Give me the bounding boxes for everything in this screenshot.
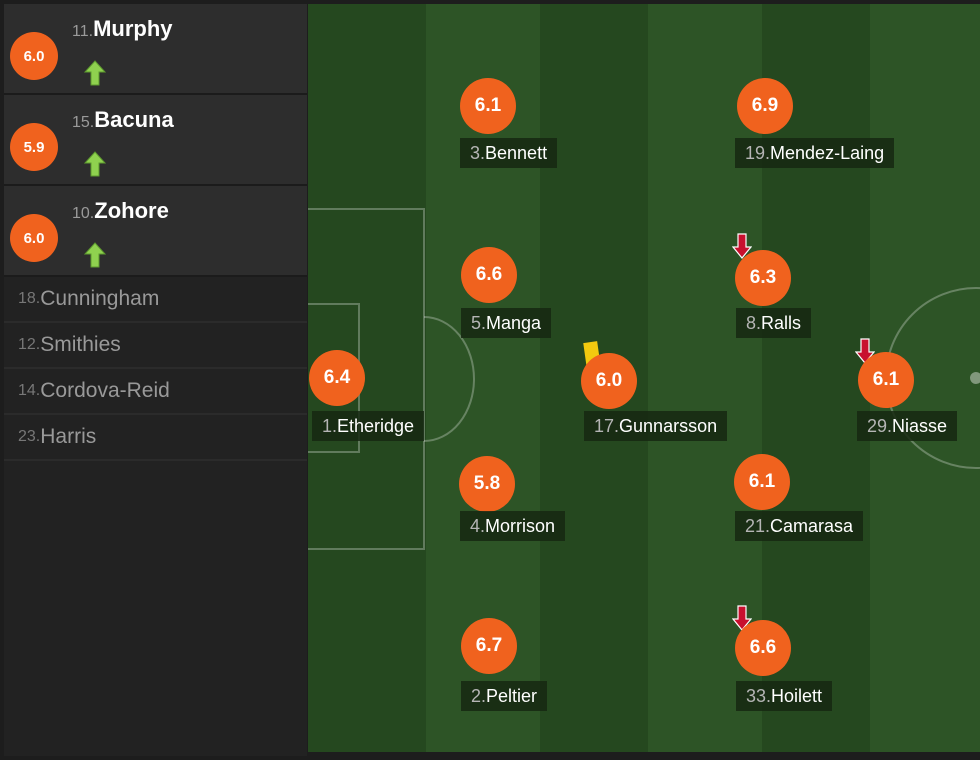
- bench-row-cordova-reid[interactable]: 14.Cordova-Reid: [4, 369, 307, 415]
- substitute-row-zohore[interactable]: 6.0 10.Zohore: [4, 186, 307, 277]
- substitutes-panel: 6.0 11.Murphy 5.9 15.Bacuna 6.0 10.Zohor…: [4, 4, 307, 756]
- player-label: 4. Morrison: [460, 511, 566, 541]
- bench-player-name: Cordova-Reid: [40, 379, 170, 402]
- player-label: 19.Mendez-Laing: [735, 138, 895, 168]
- player-name: 15.Bacuna: [72, 107, 174, 132]
- player-label: 29.Niasse: [857, 411, 958, 441]
- rating-badge: 5.8: [459, 456, 515, 512]
- rating-badge: 6.9: [737, 78, 793, 134]
- rating-badge: 6.6: [461, 247, 517, 303]
- bench-row-smithies[interactable]: 12.Smithies: [4, 323, 307, 369]
- bench-player-name: Smithies: [40, 333, 121, 356]
- rating-badge: 6.7: [461, 618, 517, 674]
- sub-on-arrow-icon: [84, 60, 106, 86]
- player-name: 10.Zohore: [72, 198, 169, 223]
- sub-on-arrow-icon: [84, 242, 106, 268]
- bench-player-name: Harris: [40, 425, 97, 448]
- rating-badge: 6.0: [581, 353, 637, 409]
- rating-badge: 6.1: [460, 78, 516, 134]
- bench-player-name: Cunningham: [40, 287, 160, 310]
- bench-row-harris[interactable]: 23.Harris: [4, 415, 307, 461]
- player-label: 8. Ralls: [736, 308, 812, 338]
- rating-badge: 6.4: [309, 350, 365, 406]
- player-label: 33.Hoilett: [736, 681, 833, 711]
- player-label: 3. Bennett: [460, 138, 558, 168]
- player-label: 21.Camarasa: [735, 511, 864, 541]
- substitute-row-bacuna[interactable]: 5.9 15.Bacuna: [4, 95, 307, 186]
- pitch: 6.4 1. Etheridge 6.1 3. Bennett 6.6 5. M…: [308, 4, 980, 752]
- player-label: 1. Etheridge: [312, 411, 425, 441]
- player-label: 5. Manga: [461, 308, 552, 338]
- rating-badge: 6.1: [858, 352, 914, 408]
- player-name: 11.Murphy: [72, 16, 173, 41]
- sub-on-arrow-icon: [84, 151, 106, 177]
- rating-badge: 6.0: [10, 214, 58, 262]
- bench-row-cunningham[interactable]: 18.Cunningham: [4, 277, 307, 323]
- substitute-row-murphy[interactable]: 6.0 11.Murphy: [4, 4, 307, 95]
- rating-badge: 6.0: [10, 32, 58, 80]
- player-label: 2. Peltier: [461, 681, 548, 711]
- rating-badge: 6.6: [735, 620, 791, 676]
- rating-badge: 5.9: [10, 123, 58, 171]
- player-label: 17.Gunnarsson: [584, 411, 728, 441]
- rating-badge: 6.1: [734, 454, 790, 510]
- sub-off-arrow-icon: [732, 233, 752, 259]
- rating-badge: 6.3: [735, 250, 791, 306]
